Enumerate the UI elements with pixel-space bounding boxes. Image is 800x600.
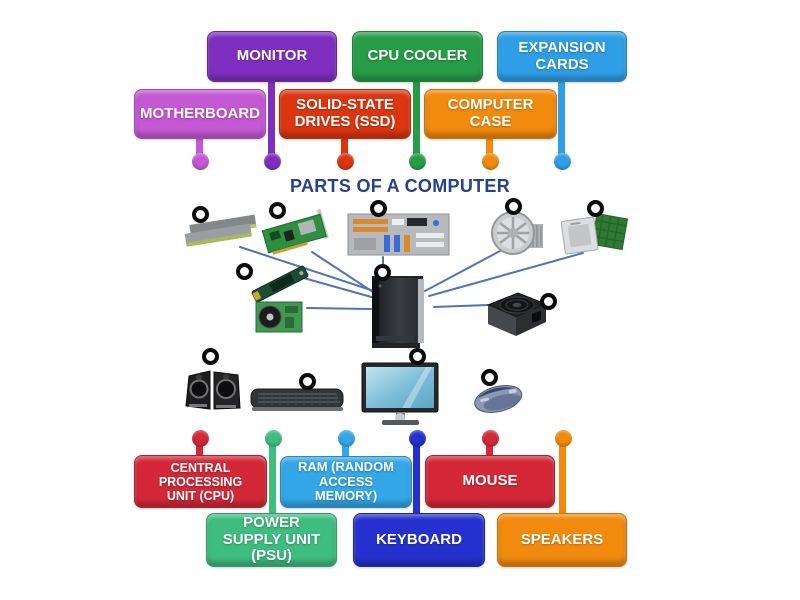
cpu-chips-image bbox=[558, 211, 630, 255]
power-supply-image bbox=[482, 287, 548, 339]
drop-marker-computer-case[interactable] bbox=[374, 264, 391, 281]
label-stem-motherboard bbox=[196, 137, 203, 163]
label-stem-speakers bbox=[559, 437, 566, 515]
drop-marker-motherboard[interactable] bbox=[370, 200, 387, 217]
hard-drive-image bbox=[254, 299, 304, 335]
keyboard-image bbox=[248, 383, 346, 415]
label-dot-mouse bbox=[482, 430, 499, 447]
page-title: PARTS OF A COMPUTER bbox=[289, 176, 511, 196]
expansion-card-image bbox=[258, 208, 338, 256]
label-stem-ssd bbox=[341, 137, 348, 163]
label-stem-ram bbox=[342, 437, 349, 458]
drop-marker-cpu-cooler[interactable] bbox=[505, 198, 522, 215]
label-stem-cpu-cooler bbox=[413, 78, 420, 163]
label-stem-psu bbox=[269, 437, 276, 515]
label-expansion-cards[interactable]: EXPANSION CARDS bbox=[497, 31, 627, 82]
motherboard-image bbox=[346, 211, 452, 257]
label-computer-case[interactable]: COMPUTER CASE bbox=[424, 89, 557, 139]
label-dot-ram bbox=[338, 430, 355, 447]
drop-marker-mouse[interactable] bbox=[481, 369, 498, 386]
drop-marker-monitor[interactable] bbox=[409, 348, 426, 365]
label-dot-motherboard bbox=[192, 153, 209, 170]
label-cpu[interactable]: CENTRAL PROCESSING UNIT (CPU) bbox=[134, 455, 267, 508]
label-ssd[interactable]: SOLID-STATE DRIVES (SSD) bbox=[279, 89, 411, 139]
drop-marker-keyboard[interactable] bbox=[299, 373, 316, 390]
label-motherboard[interactable]: MOTHERBOARD bbox=[134, 89, 266, 139]
label-monitor[interactable]: MONITOR bbox=[207, 31, 337, 82]
monitor-image bbox=[360, 361, 440, 428]
mouse-image bbox=[468, 379, 528, 417]
label-dot-monitor bbox=[264, 153, 281, 170]
label-stem-monitor bbox=[268, 78, 275, 163]
label-mouse[interactable]: MOUSE bbox=[425, 455, 555, 508]
label-psu[interactable]: POWER SUPPLY UNIT (PSU) bbox=[206, 513, 337, 567]
drop-marker-power-supply[interactable] bbox=[540, 293, 557, 310]
label-dot-speakers bbox=[555, 430, 572, 447]
label-dot-cpu bbox=[192, 430, 209, 447]
label-speakers[interactable]: SPEAKERS bbox=[497, 513, 627, 567]
speakers-image bbox=[185, 362, 245, 414]
label-stem-computer-case bbox=[486, 137, 493, 163]
label-ram[interactable]: RAM (RANDOM ACCESS MEMORY) bbox=[280, 456, 412, 508]
label-stem-keyboard bbox=[413, 437, 420, 515]
label-dot-expansion-cards bbox=[554, 153, 571, 170]
ssd-drive-image bbox=[248, 262, 312, 306]
label-cpu-cooler[interactable]: CPU COOLER bbox=[352, 31, 483, 82]
cpu-cooler-image bbox=[486, 208, 548, 258]
label-stem-mouse bbox=[486, 437, 493, 457]
drop-marker-expansion-card[interactable] bbox=[269, 202, 286, 219]
label-dot-psu bbox=[265, 430, 282, 447]
drop-marker-cpu-chip[interactable] bbox=[587, 200, 604, 217]
ram-modules-image bbox=[183, 214, 261, 252]
computer-case-image bbox=[367, 272, 427, 352]
label-stem-expansion-cards bbox=[558, 78, 565, 163]
drop-marker-ram-modules[interactable] bbox=[192, 206, 209, 223]
label-stem-cpu bbox=[196, 437, 203, 457]
drop-marker-speakers[interactable] bbox=[202, 348, 219, 365]
label-dot-cpu-cooler bbox=[409, 153, 426, 170]
label-keyboard[interactable]: KEYBOARD bbox=[353, 513, 485, 567]
label-dot-keyboard bbox=[409, 430, 426, 447]
drop-marker-ssd[interactable] bbox=[236, 263, 253, 280]
label-dot-ssd bbox=[337, 153, 354, 170]
label-dot-computer-case bbox=[482, 153, 499, 170]
